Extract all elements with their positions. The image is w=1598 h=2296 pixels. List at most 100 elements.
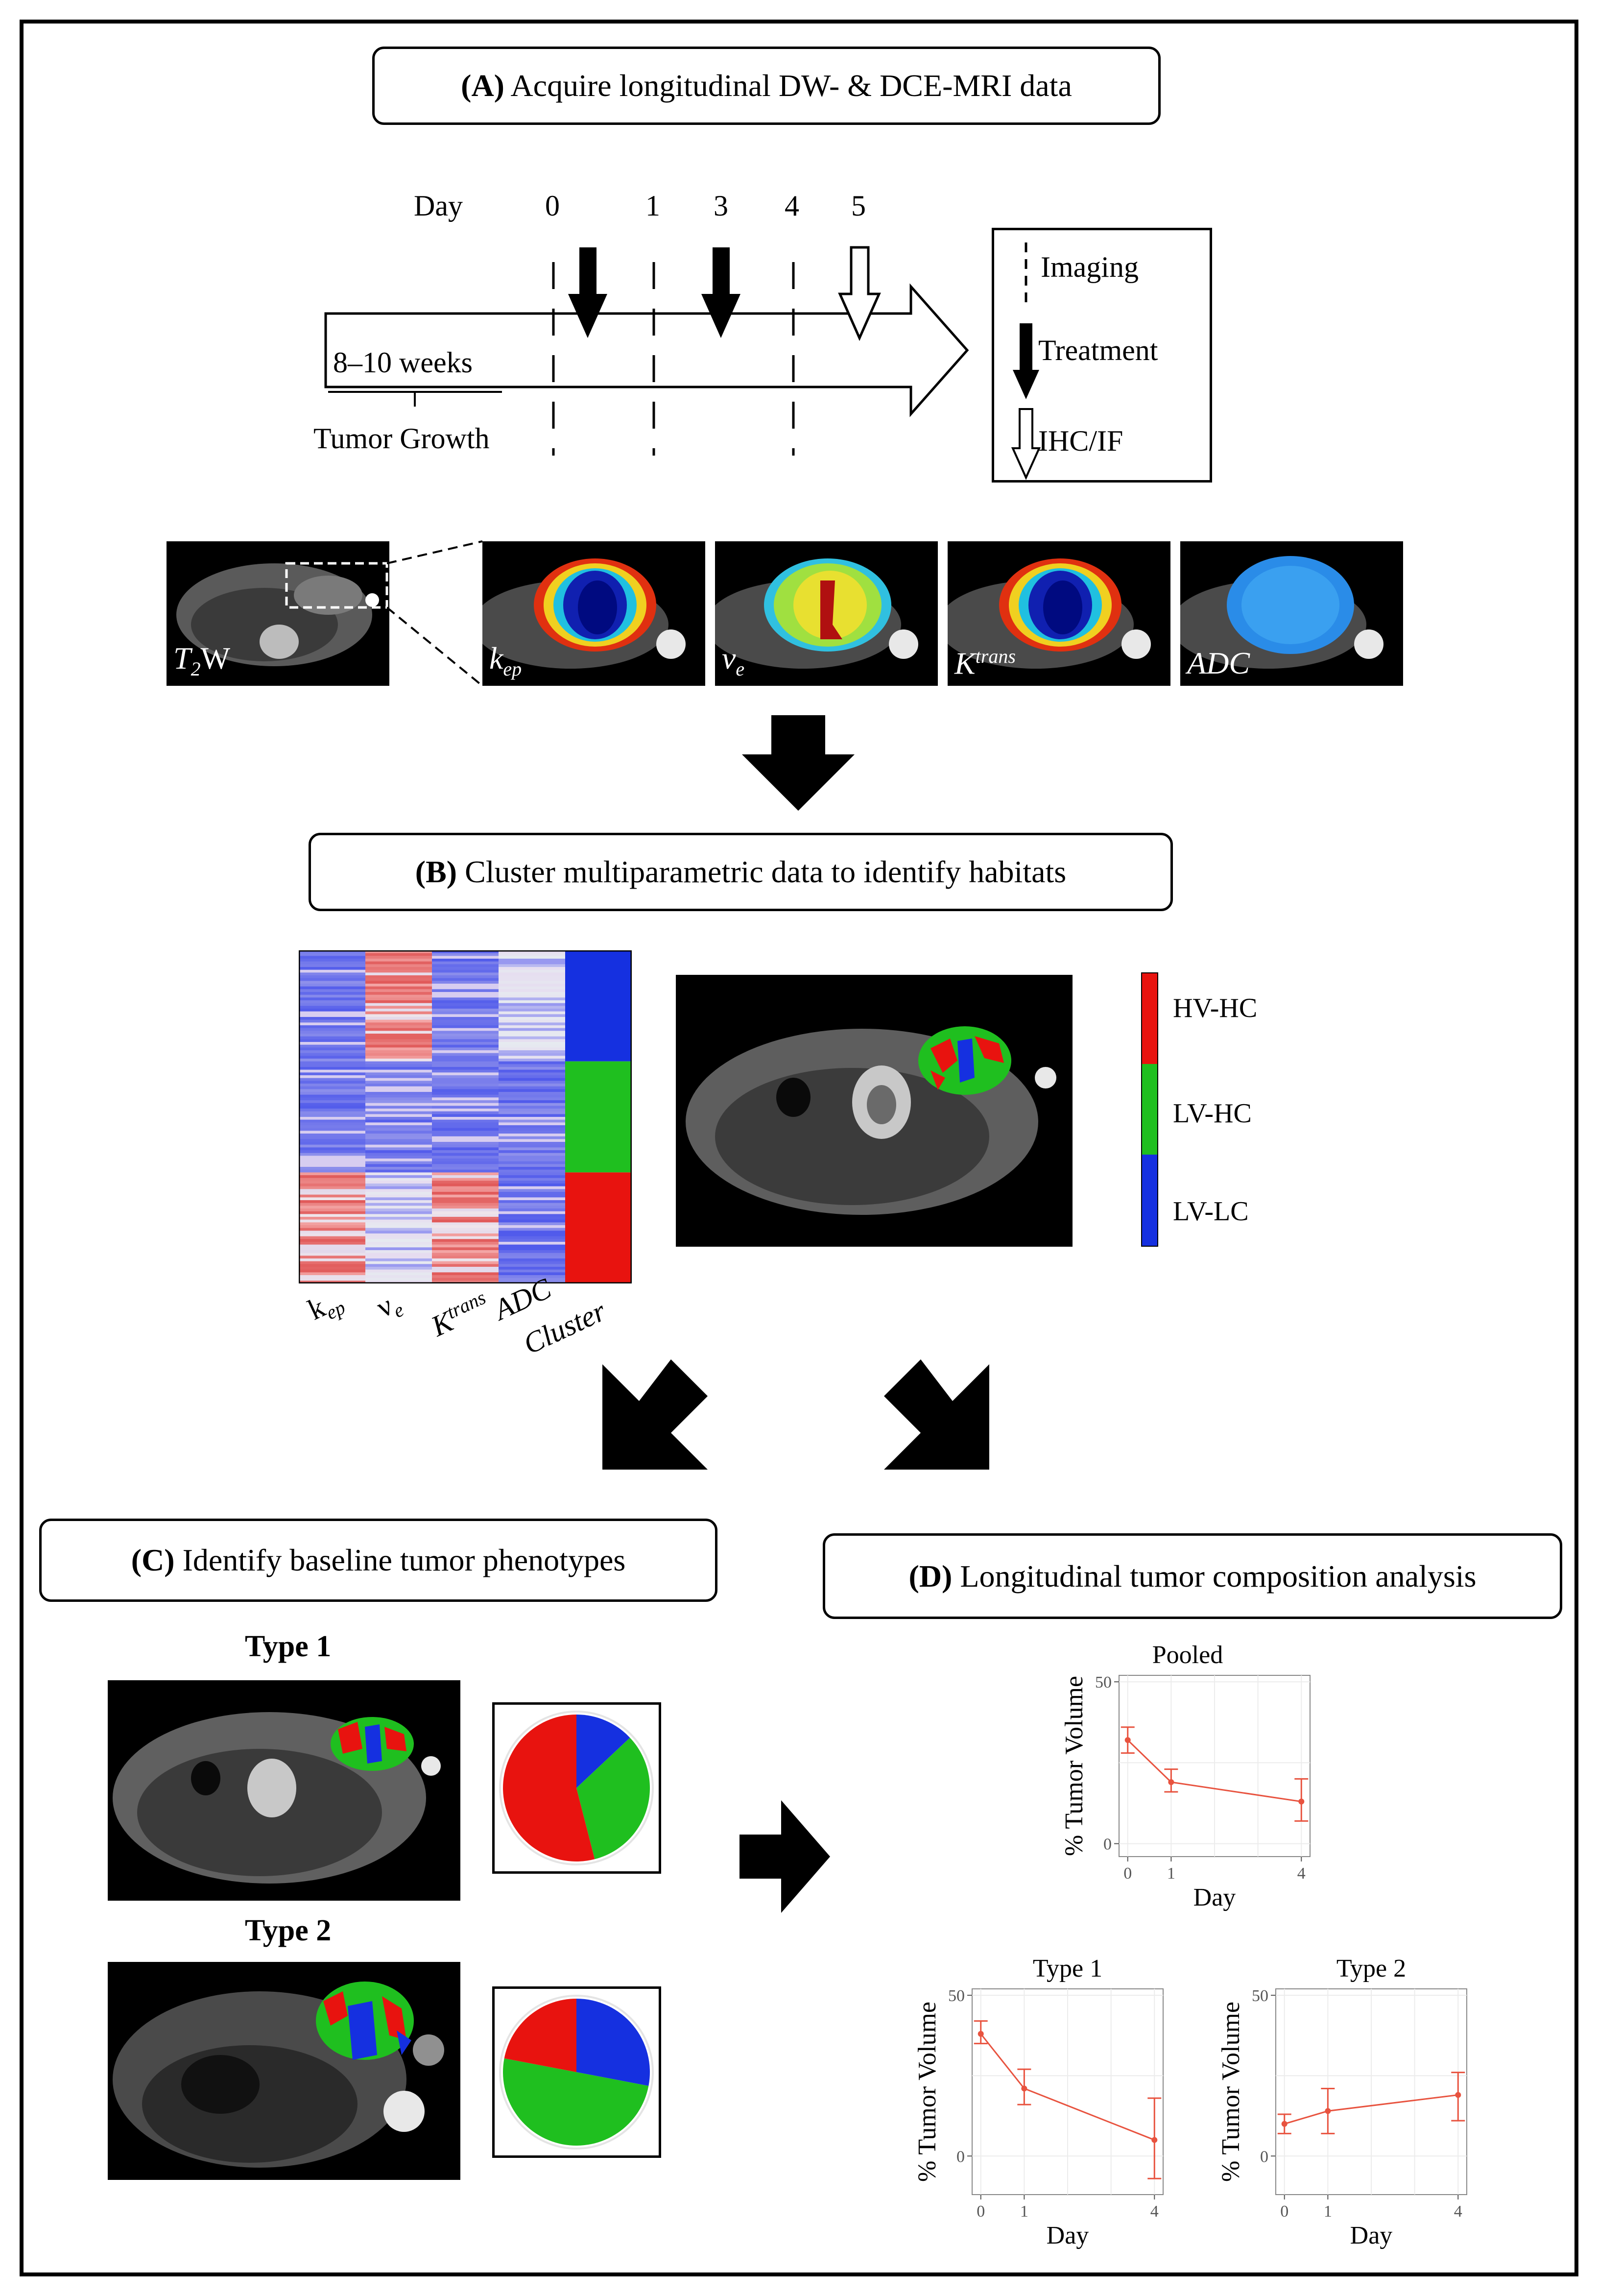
- heatmap-cell: [365, 1134, 432, 1137]
- x-tick-label: 0: [977, 2202, 985, 2221]
- heatmap-cell: [499, 1281, 566, 1283]
- heatmap-cell: [365, 1100, 432, 1104]
- heatmap-cell: [299, 1128, 366, 1131]
- heatmap-cell: [499, 1122, 566, 1126]
- heatmap-cell: [432, 1059, 499, 1062]
- heatmap-cell: [432, 1175, 499, 1179]
- step-c-box: (C) Identify baseline tumor phenotypes: [39, 1519, 717, 1602]
- ktrans-label: Ktrans: [954, 645, 1016, 680]
- pie-outline: [499, 1995, 654, 2150]
- heatmap-cell: [499, 1242, 566, 1245]
- heatmap-cell: [499, 1161, 566, 1164]
- treatment-arrow-2: [701, 247, 740, 338]
- heatmap-cell: [499, 1039, 566, 1042]
- heatmap-cell: [432, 1084, 499, 1087]
- heatmap-cell: [365, 1156, 432, 1159]
- heatmap-cell: [432, 1089, 499, 1092]
- heatmap-cell: [432, 1267, 499, 1270]
- heatmap-cell: [365, 1025, 432, 1029]
- heatmap-cell: [365, 956, 432, 959]
- heatmap-cell: [365, 1069, 432, 1073]
- heatmap-cell: [432, 1028, 499, 1031]
- heatmap-cell: [365, 1181, 432, 1184]
- heatmap-cell: [432, 1022, 499, 1026]
- heatmap-cell: [432, 1222, 499, 1226]
- heatmap-cell: [365, 1061, 432, 1064]
- x-tick-label: 1: [1167, 1864, 1175, 1883]
- heatmap-cell: [365, 1189, 432, 1192]
- heatmap-cell: [299, 1053, 366, 1056]
- heatmap-cell: [299, 950, 366, 954]
- heatmap-cell: [365, 1019, 432, 1023]
- heatmap-cell: [299, 1231, 366, 1234]
- heatmap-cell: [365, 1078, 432, 1081]
- heatmap-cell: [499, 1219, 566, 1223]
- heatmap-cell: [365, 1139, 432, 1142]
- heatmap-cell: [299, 1069, 366, 1073]
- heatmap-cell: [432, 1042, 499, 1045]
- heatmap-cell: [432, 1153, 499, 1156]
- heatmap-cell: [432, 1017, 499, 1020]
- heatmap-cell: [432, 1039, 499, 1042]
- heatmap-cell: [432, 1147, 499, 1151]
- heatmap-cell: [432, 1128, 499, 1131]
- day-1: 1: [645, 190, 660, 222]
- heatmap-cell: [299, 1159, 366, 1162]
- heatmap-cell: [499, 1036, 566, 1039]
- heatmap-cell: [432, 1258, 499, 1262]
- heatmap-cell: [432, 1150, 499, 1154]
- y-axis-label: % Tumor Volume: [1060, 1676, 1088, 1856]
- heatmap-cell: [299, 1086, 366, 1089]
- heatmap-cell: [499, 1228, 566, 1231]
- heatmap-cell: [365, 961, 432, 965]
- heatmap-cell: [365, 1117, 432, 1120]
- timeline-diagram: [324, 246, 969, 456]
- heatmap-cell: [432, 1047, 499, 1051]
- heatmap-cell: [499, 1178, 566, 1181]
- heatmap-cell: [299, 1184, 366, 1187]
- heatmap-cell: [365, 1147, 432, 1151]
- heatmap-cell: [499, 1247, 566, 1251]
- heatmap-cell: [499, 1025, 566, 1029]
- heatmap-cell: [499, 1261, 566, 1264]
- heatmap-cell: [299, 1203, 366, 1206]
- heatmap-cell: [299, 1089, 366, 1092]
- legend-imaging: Imaging: [1041, 251, 1139, 283]
- heatmap-cell: [365, 1031, 432, 1034]
- heatmap-cell: [432, 1144, 499, 1148]
- heatmap-cell: [365, 1233, 432, 1237]
- heatmap-cell: [499, 953, 566, 956]
- treatment-arrow-1: [568, 247, 607, 338]
- heatmap-cell: [299, 1219, 366, 1223]
- heatmap-cell: [299, 953, 366, 956]
- chart-title: Type 2: [1336, 1955, 1406, 1982]
- heatmap-cell: [299, 1100, 366, 1104]
- heatmap-cell: [299, 956, 366, 959]
- heatmap-cell: [499, 1100, 566, 1104]
- heatmap-cell: [432, 1009, 499, 1012]
- heatmap-cell: [299, 1061, 366, 1064]
- heatmap-cell: [499, 984, 566, 987]
- heatmap-cell: [299, 1000, 366, 1004]
- heatmap-cell: [432, 1036, 499, 1039]
- heatmap-cell: [299, 1281, 366, 1283]
- heatmap-border: [299, 950, 632, 1283]
- figure-frame: [20, 20, 1578, 2276]
- heatmap-cell: [299, 978, 366, 981]
- heatmap-cell: [299, 1044, 366, 1048]
- heatmap-cell: [365, 984, 432, 987]
- step-b-box: (B) Cluster multiparametric data to iden…: [309, 833, 1173, 911]
- heatmap-cell: [499, 1269, 566, 1273]
- heatmap-cell: [299, 964, 366, 967]
- heatmap-cell: [499, 1131, 566, 1134]
- step-d-box: (D) Longitudinal tumor composition analy…: [823, 1533, 1562, 1619]
- x-tick-label: 4: [1297, 1864, 1306, 1883]
- heatmap-cell: [499, 1250, 566, 1254]
- heatmap-cell: [299, 1147, 366, 1151]
- pie-slice-green: [576, 1738, 650, 1860]
- heatmap-cell: [365, 969, 432, 973]
- heatmap-cell: [365, 1222, 432, 1226]
- heatmap-cell: [499, 1061, 566, 1064]
- heatmap-cell: [432, 1053, 499, 1056]
